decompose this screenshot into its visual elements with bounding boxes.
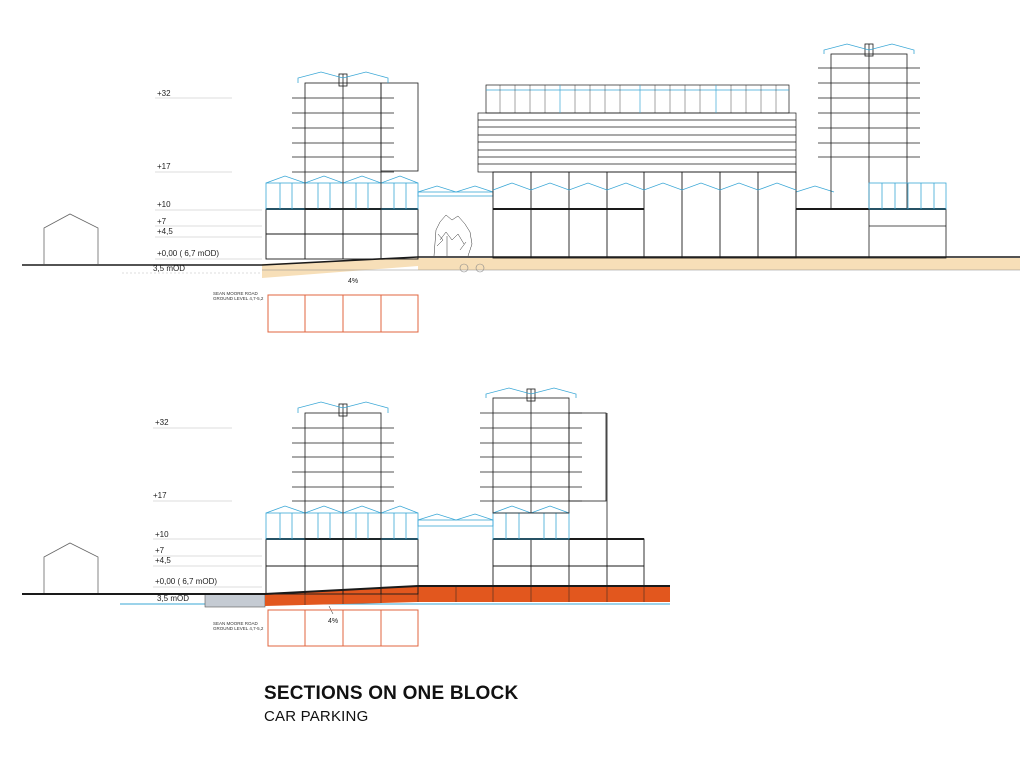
level-label-4-5-b: +4,5 (155, 556, 171, 565)
central-block (492, 171, 797, 259)
road-label-name-b: SEAN MOORE ROAD (213, 621, 259, 626)
house-outline-b (43, 542, 99, 594)
ground-line (22, 256, 1020, 266)
road-slab (204, 593, 266, 608)
left-glass-roof (265, 175, 419, 210)
level-lines-bottom (153, 427, 262, 588)
road-label-level: GROUND LEVEL 4,7-5,2 (213, 296, 264, 301)
parking-fill (265, 586, 670, 606)
cars-icon (459, 263, 485, 273)
level-label-ground-b: +0,00 ( 6,7 mOD) (155, 577, 217, 586)
left-tower-roof (297, 71, 389, 83)
tree-sketch (433, 214, 473, 257)
road-label-name: SEAN MOORE ROAD (213, 291, 259, 296)
central-slab (477, 84, 797, 173)
level-label-mod-b: 3,5 mOD (157, 594, 189, 603)
central-top-glazing (486, 85, 789, 113)
left-tower-roof-b (297, 401, 389, 413)
level-label-mod: 3,5 mOD (153, 264, 185, 273)
right-tower-roof-b (485, 387, 577, 398)
level-label-ground: +0,00 ( 6,7 mOD) (157, 249, 219, 258)
slope-label: 4% (348, 278, 358, 285)
level-label-7: +7 (157, 217, 167, 226)
level-label-32-b: +32 (155, 418, 169, 427)
left-tower (292, 73, 419, 210)
level-label-7-b: +7 (155, 546, 165, 555)
level-lines-top (122, 97, 262, 274)
left-podium (265, 208, 419, 260)
parking-grid-top (267, 294, 419, 333)
section-bottom: +32 +17 +10 +7 +4,5 +0,00 ( 6,7 mOD) 3,5… (22, 387, 670, 647)
house-outline (43, 213, 99, 264)
road-label-level-b: GROUND LEVEL 4,7-5,2 (213, 626, 264, 631)
level-label-4-5: +4,5 (157, 227, 173, 236)
parking-grid-bottom (267, 609, 419, 647)
right-tower (795, 43, 947, 259)
right-tower-b (480, 388, 608, 539)
glass-link-b (417, 513, 494, 527)
level-label-17: +17 (157, 162, 171, 171)
left-glass-roof-b (265, 505, 419, 540)
left-podium-b (265, 538, 419, 595)
section-top: +32 +17 +10 +7 +4,5 +0,00 ( 6,7 mOD) 3,5… (22, 43, 1020, 333)
glass-links (417, 185, 835, 197)
slope-label-b: 4% (328, 618, 338, 625)
central-top-mullions (499, 85, 777, 113)
level-label-32: +32 (157, 89, 171, 98)
level-label-10-b: +10 (155, 530, 169, 539)
sheet-title: SECTIONS ON ONE BLOCK (264, 683, 519, 704)
basement-fill (418, 258, 1020, 270)
left-tower-b (292, 403, 394, 540)
level-label-17-b: +17 (153, 491, 167, 500)
sheet-subtitle: CAR PARKING (264, 708, 369, 725)
right-podium-b (492, 538, 645, 587)
right-tower-glazing (823, 43, 947, 210)
central-glass-roof (492, 182, 797, 191)
level-label-10: +10 (157, 200, 171, 209)
